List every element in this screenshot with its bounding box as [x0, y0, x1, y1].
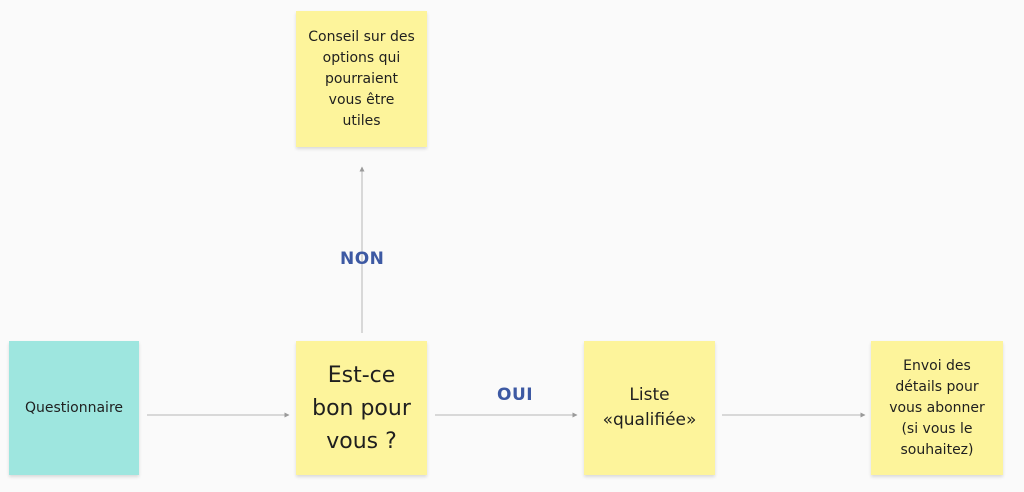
sticky-note-conseil[interactable]: Conseil sur des options qui pourraient v… [296, 11, 427, 147]
sticky-note-question-text: Est-ce bon pour vous ? [312, 362, 411, 454]
sticky-note-conseil-text: Conseil sur des options qui pourraient v… [308, 28, 415, 129]
sticky-note-envoi-text: Envoi des détails pour vous abonner (si … [889, 357, 985, 458]
sticky-note-liste[interactable]: Liste «qualifiée» [584, 341, 715, 475]
sticky-note-liste-text: Liste «qualifiée» [602, 385, 697, 430]
edge-label-non: NON [340, 249, 385, 269]
sticky-note-questionnaire-text: Questionnaire [24, 399, 124, 416]
sticky-note-envoi[interactable]: Envoi des détails pour vous abonner (si … [871, 341, 1003, 475]
edge-label-oui: OUI [497, 385, 534, 405]
sticky-note-question[interactable]: Est-ce bon pour vous ? [296, 341, 427, 475]
sticky-note-questionnaire[interactable]: Questionnaire [9, 341, 139, 475]
